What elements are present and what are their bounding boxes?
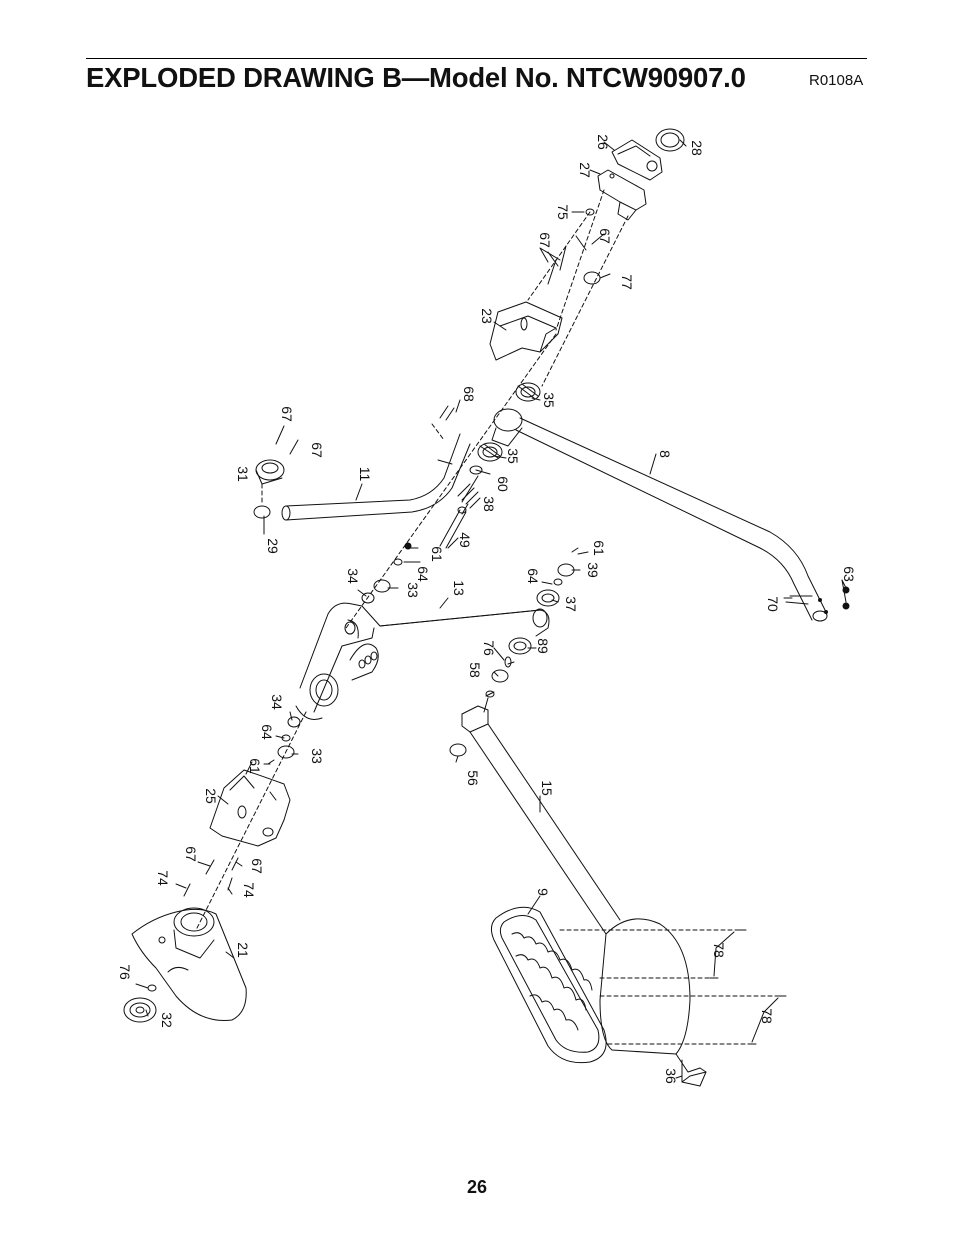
part-label-15: 15 [539, 780, 555, 796]
part-label-70: 70 [765, 596, 781, 612]
part-label-28: 28 [689, 140, 705, 156]
part-label-11: 11 [357, 467, 373, 482]
part-label-78: 78 [759, 1008, 775, 1024]
part-end-cap-28 [655, 128, 685, 152]
part-label-21: 21 [235, 942, 251, 958]
part-label-64: 64 [525, 568, 541, 584]
part-label-23: 23 [479, 308, 495, 324]
part-label-37: 37 [563, 596, 579, 612]
part-label-74: 74 [155, 870, 171, 886]
part-frame-13 [295, 602, 550, 720]
part-label-38: 38 [481, 496, 497, 512]
part-label-89: 89 [535, 638, 551, 654]
part-bearing-35-lower [477, 442, 503, 462]
part-label-26: 26 [595, 134, 611, 150]
part-label-74: 74 [241, 882, 257, 898]
part-label-67: 67 [537, 232, 553, 248]
part-label-25: 25 [203, 788, 219, 804]
part-label-78: 78 [711, 942, 727, 958]
part-label-64: 64 [259, 724, 275, 740]
part-bracket-27 [597, 169, 647, 221]
part-label-32: 32 [159, 1012, 175, 1028]
part-label-27: 27 [577, 162, 593, 178]
part-wheel-32 [123, 997, 157, 1023]
part-handlebar-11 [281, 433, 471, 521]
part-label-56: 56 [465, 770, 481, 786]
part-label-8: 8 [657, 450, 673, 458]
part-label-61: 61 [247, 758, 263, 774]
part-bearing-89 [508, 637, 532, 655]
header-rule [86, 58, 867, 59]
part-crank-arm-8 [491, 408, 828, 622]
part-label-33: 33 [309, 748, 325, 764]
part-spring-38 [457, 475, 481, 509]
part-bearing-35-upper [515, 382, 541, 402]
part-label-39: 39 [585, 562, 601, 578]
part-cover-25 [209, 761, 291, 847]
page-number: 26 [466, 1177, 488, 1197]
part-label-61: 61 [591, 540, 607, 556]
part-pedal-base [599, 918, 707, 1087]
part-label-33: 33 [405, 582, 421, 598]
part-label-76: 76 [481, 640, 497, 656]
part-label-61: 61 [429, 546, 445, 562]
part-bearing-37 [536, 589, 560, 607]
part-label-76: 76 [117, 964, 133, 980]
part-shaft-49 [439, 506, 467, 549]
part-label-31: 31 [235, 466, 251, 482]
part-label-67: 67 [279, 406, 295, 422]
part-label-35: 35 [541, 392, 557, 408]
part-label-13: 13 [451, 580, 467, 596]
part-pedal-9 [490, 906, 607, 1064]
part-label-34: 34 [269, 694, 285, 710]
drawing-code: R0108A [809, 72, 864, 89]
part-base-21 [131, 907, 247, 1021]
part-label-60: 60 [495, 476, 511, 492]
part-label-68: 68 [461, 386, 477, 402]
part-cap-31 [255, 459, 285, 485]
part-label-34: 34 [345, 568, 361, 584]
part-label-29: 29 [265, 538, 281, 554]
part-label-63: 63 [841, 566, 857, 582]
part-label-58: 58 [467, 662, 483, 678]
part-handle-cover-26 [611, 139, 663, 181]
part-label-36: 36 [663, 1068, 679, 1084]
part-label-67: 67 [309, 442, 325, 458]
part-label-49: 49 [457, 532, 473, 548]
part-label-77: 77 [619, 274, 635, 290]
part-cover-23 [489, 301, 563, 361]
part-label-35: 35 [505, 448, 521, 464]
part-label-67: 67 [183, 846, 199, 862]
part-label-67: 67 [249, 858, 265, 874]
part-label-9: 9 [535, 888, 551, 896]
part-label-64: 64 [415, 566, 431, 582]
part-pedal-arm-15 [461, 705, 621, 935]
page-title: EXPLODED DRAWING B—Model No. NTCW90907.0 [86, 62, 746, 93]
part-label-67: 67 [597, 228, 613, 244]
part-label-75: 75 [555, 204, 571, 220]
